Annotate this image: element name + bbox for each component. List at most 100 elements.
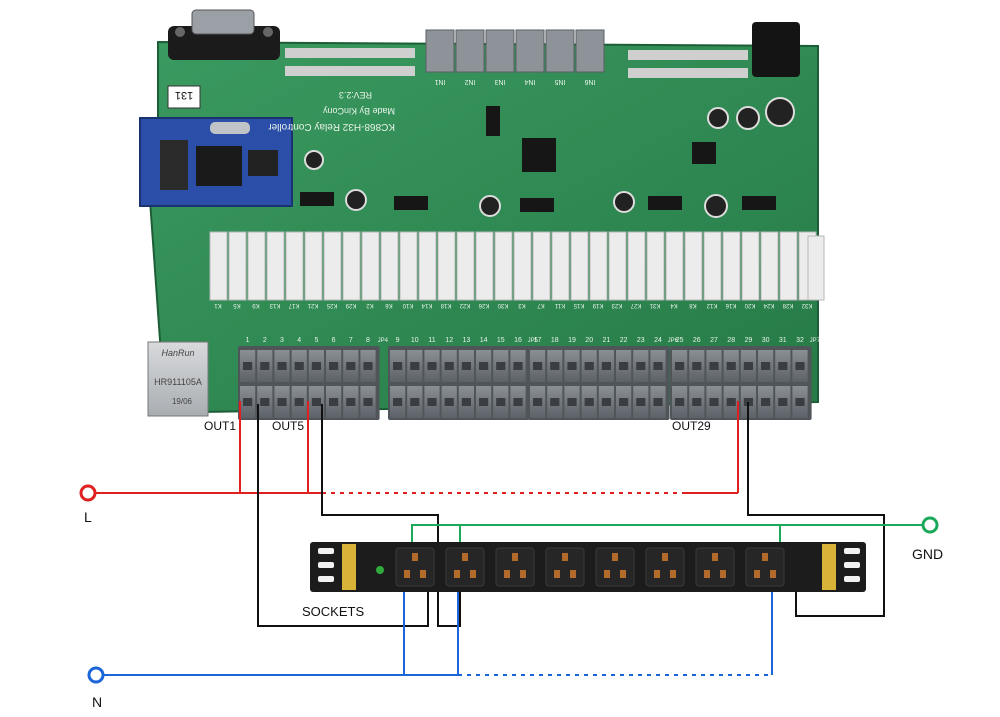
terminal-hole [444,398,454,406]
relay [475,231,494,301]
input-label: IN6 [584,78,595,85]
out29-label: OUT29 [672,419,711,433]
terminal-hole [726,362,736,370]
relay-label: K22 [459,302,470,308]
terminal-hole [513,362,523,370]
socket-ground-pin [412,553,418,561]
relay-label: K15 [573,302,584,308]
socket-pin [404,570,410,578]
relay-label: K6 [385,302,393,308]
terminal-number: 14 [480,337,488,344]
input-terminal-block [485,29,515,73]
relay [684,231,703,301]
relay-label: K4 [670,302,678,308]
terminal-hole [567,398,577,406]
relay-label: K12 [706,302,717,308]
relay [760,231,779,301]
socket-pin [454,570,460,578]
live-label: L [84,509,92,525]
socket-pin [720,570,726,578]
terminal-hole [444,362,454,370]
terminal-hole [601,398,611,406]
terminal-hole [726,398,736,406]
terminal-hole [346,398,356,406]
ground-label: GND [912,546,943,562]
terminal-hole [260,398,270,406]
relay [361,231,380,301]
terminal-hole [675,398,685,406]
socket-pin [654,570,660,578]
rj45-model: HR911105A [154,377,202,387]
socket-pin [520,570,526,578]
jumper-label: JP6 [668,338,679,344]
rj45-connector: HanRun HR911105A 19/06 [147,341,209,417]
terminal-number: 1 [246,337,250,344]
strip-end-cap-left [342,544,356,590]
mount-slots-right [844,548,860,582]
terminal-hole [294,398,304,406]
terminal-number: 28 [727,337,735,344]
relay-label: K2 [366,302,374,308]
jumper-label: JP7 [810,338,821,344]
socket-pin [554,570,560,578]
input-label: IN4 [524,78,535,85]
relay [437,231,456,301]
terminal-hole [636,362,646,370]
terminal-number: 17 [534,337,542,344]
terminal-hole [584,398,594,406]
terminal-hole [311,362,321,370]
board-model-text: KC868-H32 Relay Controller [268,121,395,132]
terminal-hole [550,362,560,370]
terminal-number: 29 [745,337,753,344]
terminal-hole [329,398,339,406]
jumper-label: JP4 [378,338,389,344]
relay [342,231,361,301]
ic-chip-regulator [692,142,716,164]
socket-ground-pin [762,553,768,561]
terminal-number: 24 [654,337,662,344]
terminal-number: 4 [297,337,301,344]
terminal-number: 30 [762,337,770,344]
terminal-hole [692,398,702,406]
terminal-hole [427,398,437,406]
black-output-wires [257,402,885,627]
relay [513,231,532,301]
relay-label: K32 [801,302,812,308]
ic-chip-u4 [648,196,682,210]
mount-slots-left [318,548,334,582]
terminal-hole [636,398,646,406]
terminal-hole [346,362,356,370]
dc-power-jack [752,22,800,77]
terminal-hole [363,362,373,370]
terminal-hole [692,362,702,370]
input-terminal-block [545,29,575,73]
input-terminal-block [575,29,605,73]
neutral-label: N [92,694,102,710]
terminal-hole [795,362,805,370]
relay-label: K29 [345,302,356,308]
jumper-label: JP5 [528,338,539,344]
relay-label: K20 [744,302,755,308]
socket-pin [504,570,510,578]
relay [608,231,627,301]
ic-chip-u5 [742,196,776,210]
relay-label: K31 [649,302,660,308]
relay-label: K28 [782,302,793,308]
relay-label: K21 [307,302,318,308]
relay [494,231,513,301]
relay-label: K16 [725,302,736,308]
input-label: IN1 [434,78,445,85]
serial-number: 131 [175,89,193,101]
relay [323,231,342,301]
terminal-hole [427,362,437,370]
terminal-number: 23 [637,337,645,344]
terminal-hole [461,362,471,370]
out5-label: OUT5 [272,419,304,433]
terminal-number: 32 [796,337,804,344]
terminal-number: 5 [314,337,318,344]
relay [209,231,228,301]
rj45-date: 19/06 [172,397,193,406]
